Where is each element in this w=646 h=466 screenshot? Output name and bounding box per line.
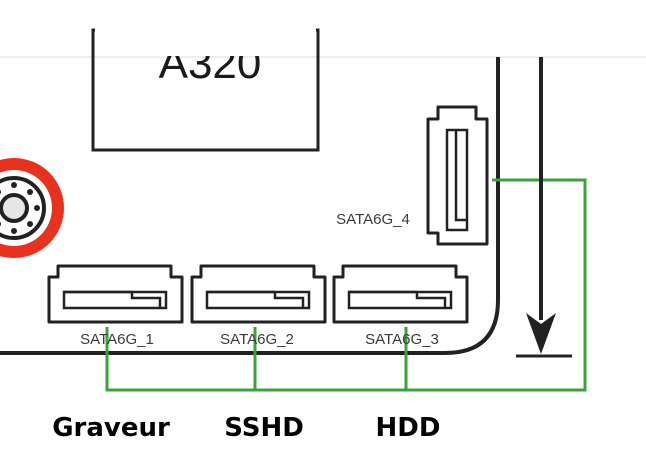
sata-port-1-label: SATA6G_1 (80, 331, 154, 348)
sata-port-4-label: SATA6G_4 (336, 211, 410, 228)
mounting-hole-icon (0, 158, 64, 258)
sata-port-4 (426, 105, 489, 246)
sata-port-2 (190, 264, 327, 324)
sata-port-3-label: SATA6G_3 (365, 331, 439, 348)
sata-wiring (105, 178, 587, 392)
board-outline (0, 57, 500, 355)
drive-label-graveur: Graveur (52, 413, 170, 443)
chipset-block: A320 (91, 0, 320, 152)
sata-port-1 (47, 264, 184, 324)
sata-port-2-label: SATA6G_2 (220, 331, 294, 348)
drive-label-sshd: SSHD (224, 413, 304, 443)
drive-label-hdd: HDD (376, 413, 441, 443)
sata-port-3 (332, 264, 469, 324)
down-arrow-icon (516, 57, 572, 358)
